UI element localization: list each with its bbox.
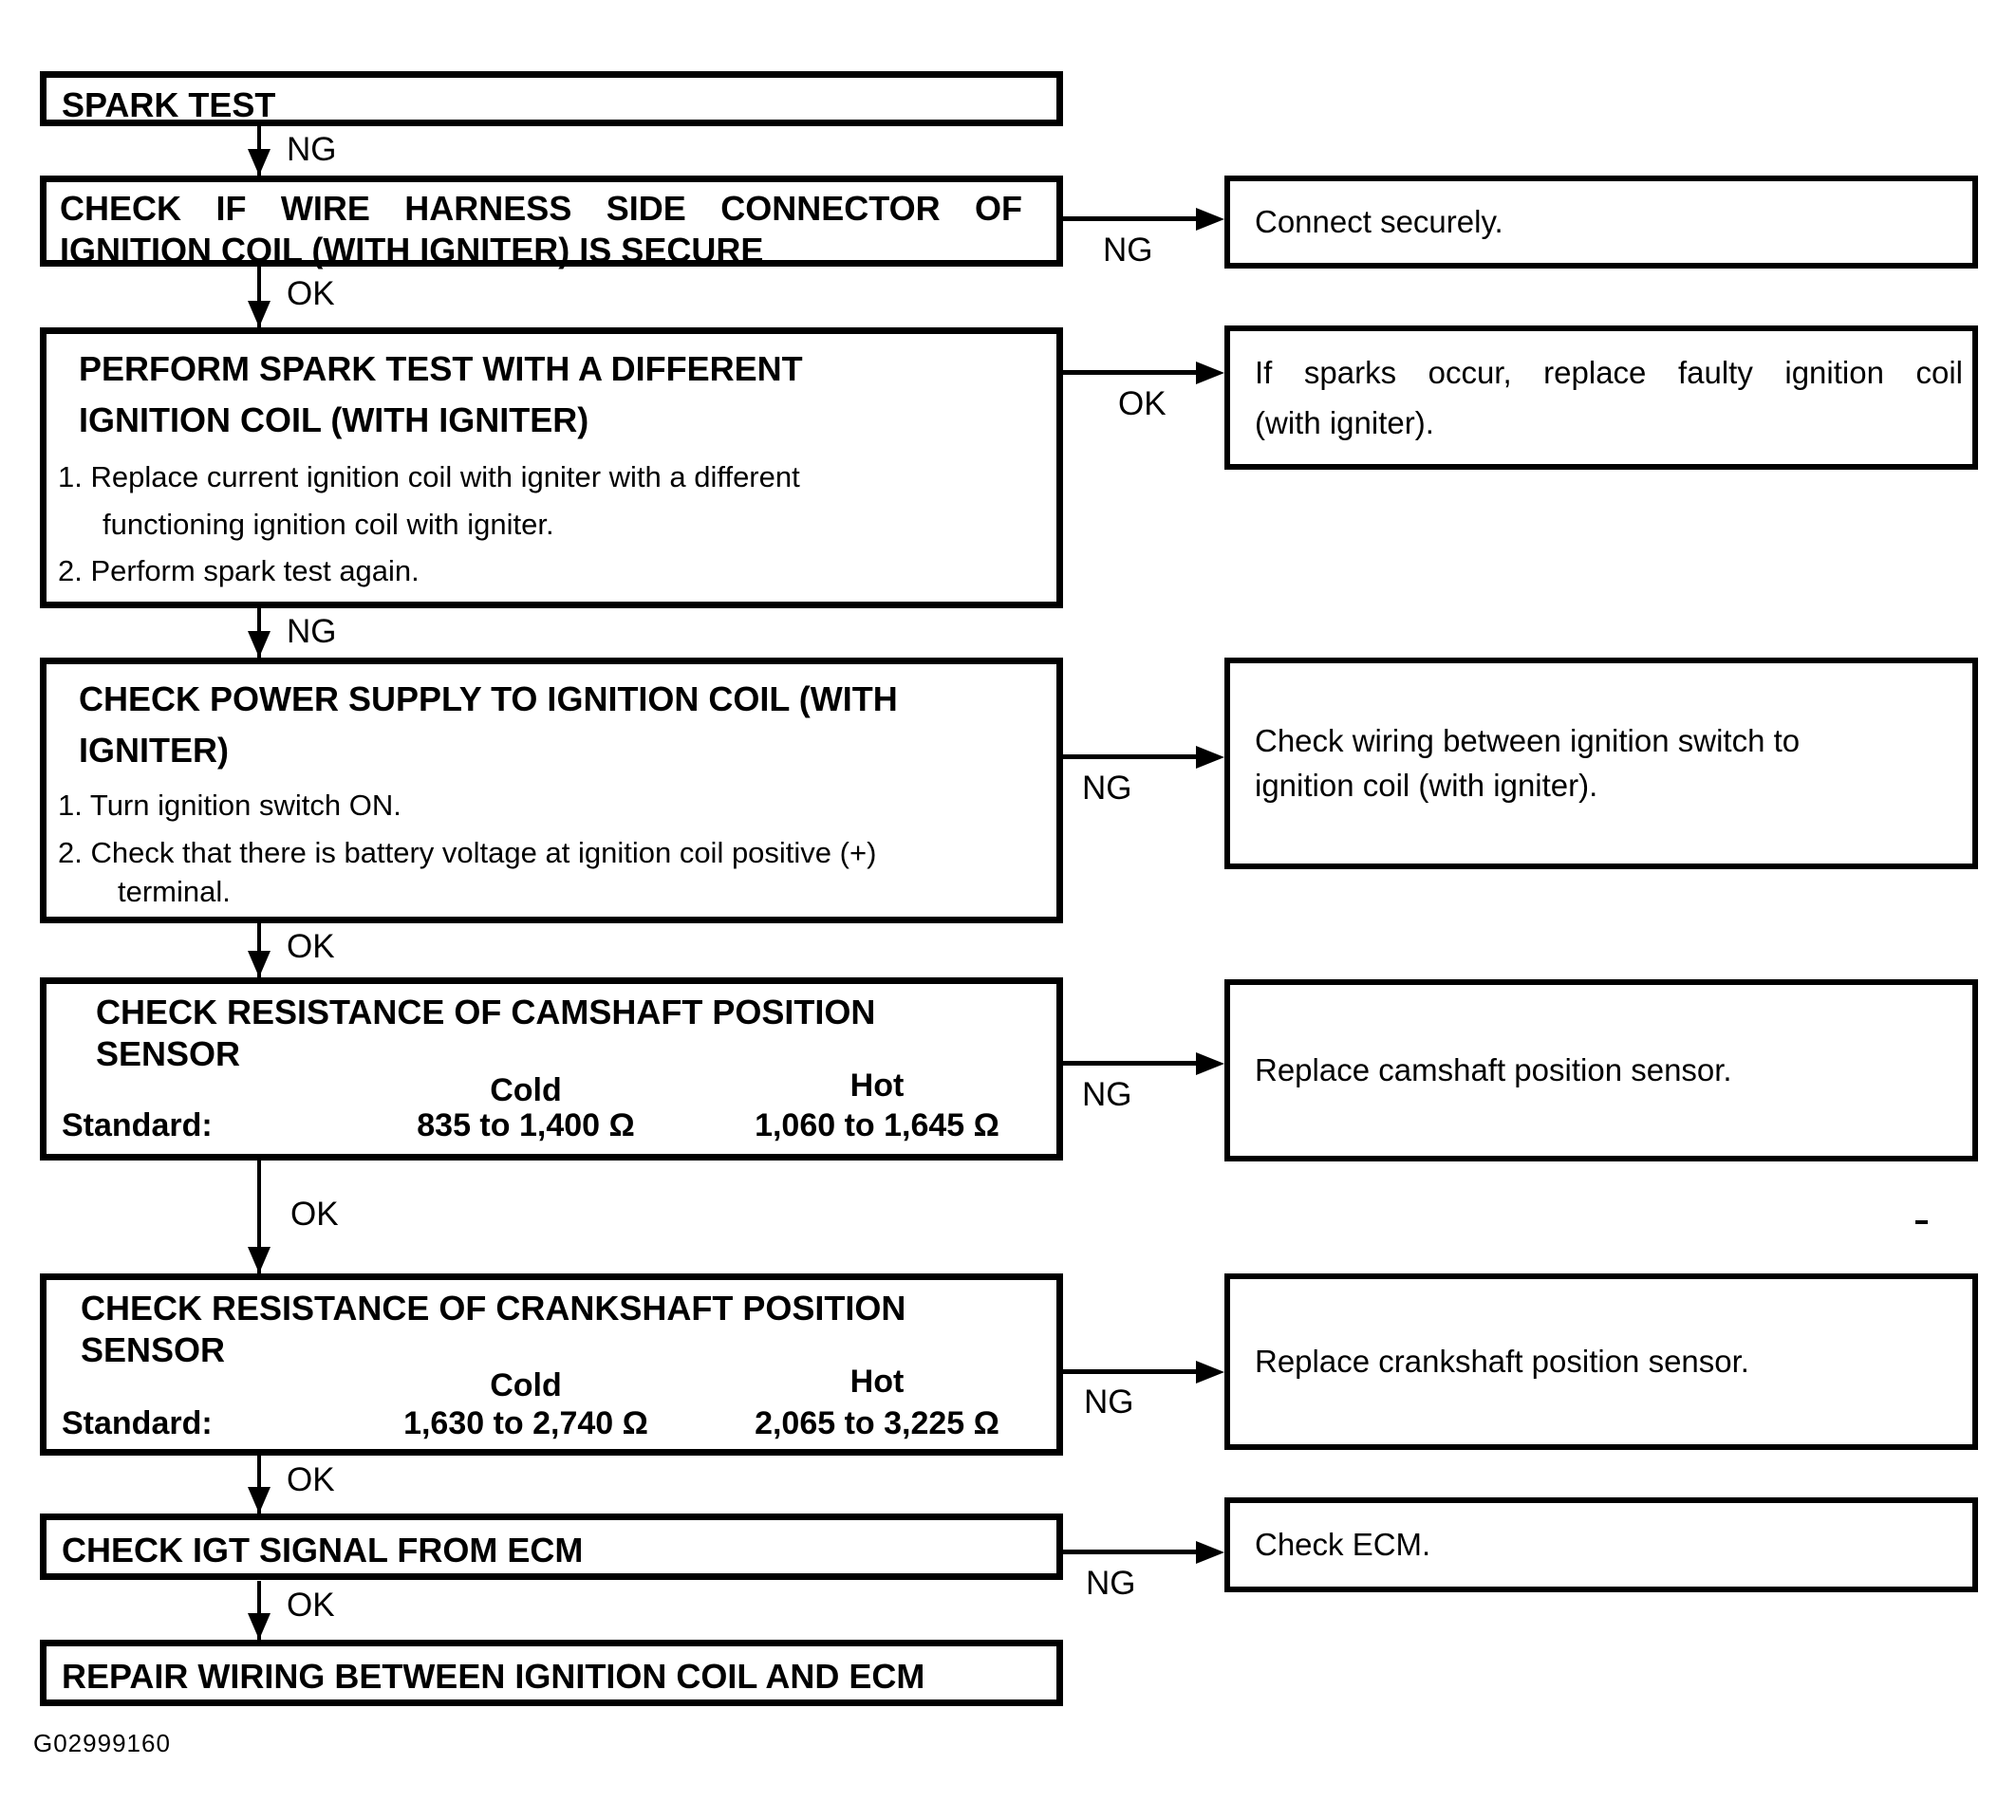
result-text: Replace crankshaft position sensor. <box>1255 1344 1749 1380</box>
table-header-hot: Hot <box>849 1364 905 1400</box>
connector-line <box>1059 1550 1198 1554</box>
table-header-cold: Cold <box>490 1367 562 1403</box>
step-box-check-power-supply: CHECK POWER SUPPLY TO IGNITION COIL (WIT… <box>40 658 1063 923</box>
connector-label: NG <box>1103 232 1153 269</box>
result-text-line1: Check wiring between ignition switch to <box>1255 723 1801 759</box>
step-title: SPARK TEST <box>62 85 276 124</box>
step-item: 2. Check that there is battery voltage a… <box>58 835 877 869</box>
connector-label: OK <box>287 1587 335 1624</box>
step-title-line2: IGNITION COIL (WITH IGNITER) IS SECURE <box>60 230 764 269</box>
result-text-line1: If sparks occur, replace faulty ignition… <box>1255 354 1963 390</box>
connector-label: NG <box>1082 770 1132 807</box>
arrow-right-icon <box>1196 1361 1224 1384</box>
connector-label: OK <box>287 275 335 312</box>
step-box-camshaft-resistance: CHECK RESISTANCE OF CAMSHAFT POSITION SE… <box>40 977 1063 1161</box>
table-cold-value: 835 to 1,400 Ω <box>417 1107 635 1143</box>
connector-line <box>1059 216 1198 221</box>
step-title-line1: CHECK RESISTANCE OF CRANKSHAFT POSITION <box>81 1289 906 1328</box>
step-box-check-connector: CHECK IF WIRE HARNESS SIDE CONNECTOR OF … <box>40 176 1063 269</box>
step-item-continuation: functioning ignition coil with igniter. <box>103 507 554 541</box>
connector-line <box>1059 1061 1198 1066</box>
table-hot-value: 2,065 to 3,225 Ω <box>755 1405 999 1441</box>
table-row-label: Standard: <box>62 1107 213 1143</box>
arrow-right-icon <box>1196 208 1224 231</box>
result-text: Check ECM. <box>1255 1527 1431 1563</box>
result-box-replace-camshaft-sensor: Replace camshaft position sensor. <box>1224 979 1978 1161</box>
result-text: Connect securely. <box>1255 204 1503 240</box>
step-title-line1: CHECK IF WIRE HARNESS SIDE CONNECTOR OF <box>60 189 1022 228</box>
step-box-spark-test: SPARK TEST <box>40 71 1063 126</box>
step-item-continuation: terminal. <box>118 875 231 909</box>
step-box-crankshaft-resistance: CHECK RESISTANCE OF CRANKSHAFT POSITION … <box>40 1273 1063 1456</box>
arrow-down-icon <box>248 1487 271 1514</box>
connector-line <box>257 1456 261 1514</box>
result-text-line2: ignition coil (with igniter). <box>1255 767 1598 803</box>
connector-label: OK <box>290 1196 339 1233</box>
connector-line <box>1059 1369 1198 1374</box>
result-box-check-ecm: Check ECM. <box>1224 1497 1978 1592</box>
connector-label: NG <box>1082 1076 1132 1113</box>
table-hot-value: 1,060 to 1,645 Ω <box>755 1107 999 1143</box>
arrow-down-icon <box>248 631 271 658</box>
step-title-line1: CHECK RESISTANCE OF CAMSHAFT POSITION <box>96 993 876 1031</box>
connector-label: NG <box>1084 1384 1134 1421</box>
connector-label: NG <box>1086 1565 1136 1602</box>
step-item: 1. Turn ignition switch ON. <box>58 789 401 822</box>
connector-label: NG <box>287 131 337 168</box>
step-title: REPAIR WIRING BETWEEN IGNITION COIL AND … <box>62 1657 925 1696</box>
table-header-hot: Hot <box>849 1068 905 1104</box>
figure-id-label: G02999160 <box>33 1729 171 1757</box>
connector-label: OK <box>287 928 335 965</box>
arrow-down-icon <box>248 1247 271 1273</box>
table-row-label: Standard: <box>62 1405 213 1441</box>
result-box-check-wiring-switch: Check wiring between ignition switch to … <box>1224 658 1978 869</box>
result-box-replace-faulty-coil: If sparks occur, replace faulty ignition… <box>1224 325 1978 470</box>
step-title-line1: PERFORM SPARK TEST WITH A DIFFERENT <box>79 349 803 388</box>
arrow-down-icon <box>248 951 271 977</box>
arrow-down-icon <box>248 301 271 327</box>
step-item: 2. Perform spark test again. <box>58 554 420 588</box>
step-item: 1. Replace current ignition coil with ig… <box>58 460 800 493</box>
connector-line <box>257 1161 261 1273</box>
step-title-line2: IGNITION COIL (WITH IGNITER) <box>79 400 589 439</box>
step-title-line2: SENSOR <box>81 1329 226 1369</box>
arrow-down-icon <box>248 149 271 176</box>
result-text: Replace camshaft position sensor. <box>1255 1052 1732 1088</box>
step-box-spark-test-different-coil: PERFORM SPARK TEST WITH A DIFFERENT IGNI… <box>40 327 1063 608</box>
table-header-cold: Cold <box>490 1072 562 1108</box>
arrow-right-icon <box>1196 1052 1224 1075</box>
stray-mark <box>1915 1220 1928 1224</box>
connector-line <box>257 267 261 327</box>
step-title-line1: CHECK POWER SUPPLY TO IGNITION COIL (WIT… <box>79 679 898 718</box>
connector-label: NG <box>287 613 337 650</box>
step-title: CHECK IGT SIGNAL FROM ECM <box>62 1531 584 1569</box>
connector-line <box>1059 370 1198 375</box>
connector-label: OK <box>287 1461 335 1498</box>
arrow-right-icon <box>1196 746 1224 769</box>
table-cold-value: 1,630 to 2,740 Ω <box>403 1405 648 1441</box>
connector-label: OK <box>1118 385 1167 422</box>
arrow-down-icon <box>248 1613 271 1640</box>
result-text-line2: (with igniter). <box>1255 405 1434 440</box>
step-box-check-igt-signal: CHECK IGT SIGNAL FROM ECM <box>40 1514 1063 1580</box>
connector-line <box>1059 754 1198 759</box>
result-box-replace-crankshaft-sensor: Replace crankshaft position sensor. <box>1224 1273 1978 1450</box>
arrow-right-icon <box>1196 1541 1224 1564</box>
result-box-connect-securely: Connect securely. <box>1224 176 1978 269</box>
step-title-line2: SENSOR <box>96 1033 241 1073</box>
step-title-line2: IGNITER) <box>79 731 229 770</box>
connector-line <box>257 1581 261 1640</box>
connector-line <box>257 923 261 977</box>
arrow-right-icon <box>1196 362 1224 384</box>
step-box-repair-wiring: REPAIR WIRING BETWEEN IGNITION COIL AND … <box>40 1640 1063 1706</box>
